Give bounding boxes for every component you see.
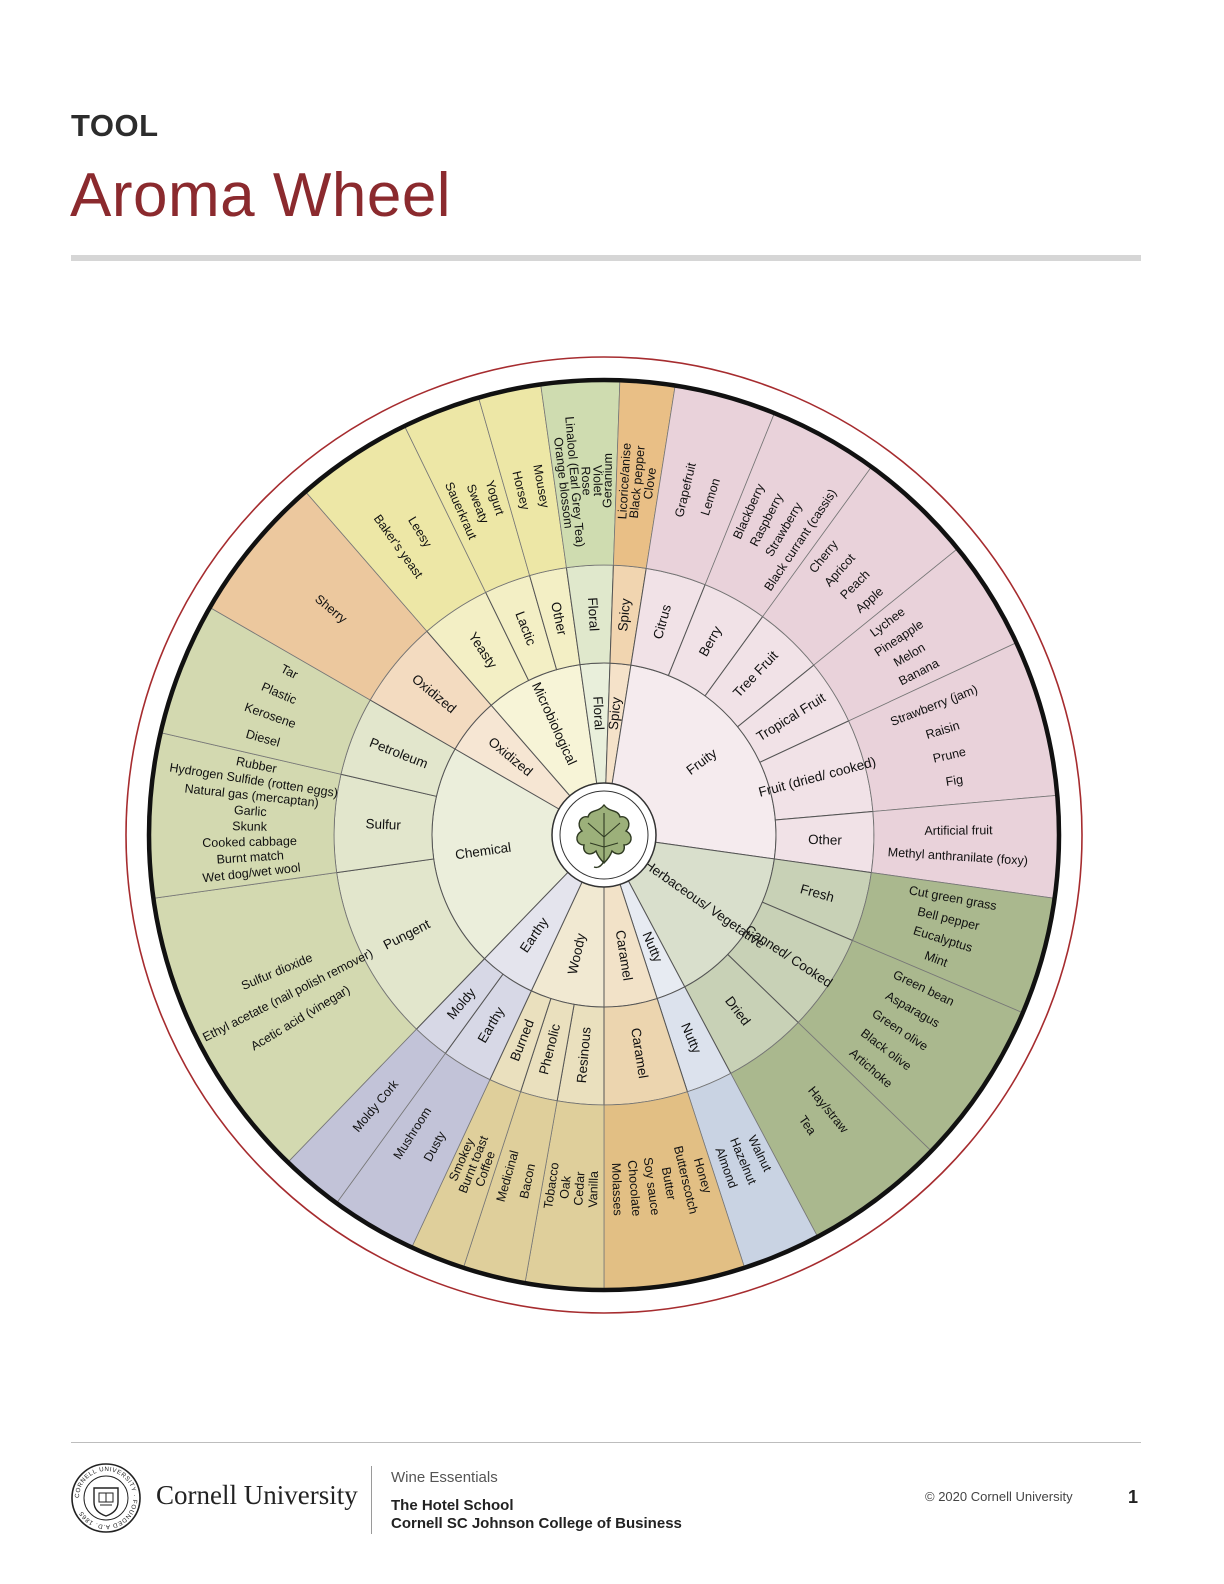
grape-leaf-icon bbox=[576, 803, 632, 869]
aroma-term: Geranium bbox=[600, 453, 615, 508]
aroma-term: Garlic bbox=[234, 803, 268, 819]
subcategory-label: Resinous bbox=[574, 1026, 594, 1084]
section-kicker: TOOL bbox=[71, 108, 159, 143]
aroma-term: Cedar bbox=[571, 1171, 587, 1206]
subcategory-label: Other bbox=[548, 601, 570, 638]
footer-rule bbox=[71, 1442, 1141, 1443]
outer-accent-ring bbox=[125, 356, 1083, 1314]
wheel-hub bbox=[551, 782, 657, 888]
university-name: Cornell University bbox=[156, 1480, 358, 1510]
aroma-term: Chocolate bbox=[625, 1160, 644, 1217]
category-label: Floral bbox=[590, 696, 607, 731]
aroma-term: Rose bbox=[578, 466, 594, 496]
aroma-term: Butter bbox=[659, 1166, 679, 1201]
category-label: Spicy bbox=[606, 696, 624, 731]
school-name: The Hotel School bbox=[391, 1497, 514, 1514]
aroma-term: Oak bbox=[557, 1175, 573, 1200]
aroma-term: Violet bbox=[590, 465, 605, 497]
aroma-term: Vanilla bbox=[586, 1171, 601, 1208]
footer-divider bbox=[371, 1466, 372, 1534]
subcategory-label: Floral bbox=[585, 597, 602, 632]
aroma-term: Fig bbox=[945, 772, 964, 788]
title-rule bbox=[71, 255, 1141, 261]
aroma-term: Clove bbox=[641, 467, 659, 501]
page-title: Aroma Wheel bbox=[70, 161, 452, 230]
university-seal-icon: CORNELL UNIVERSITY · FOUNDED A.D. 1865 bbox=[71, 1463, 141, 1533]
subcategory-label: Spicy bbox=[615, 598, 633, 633]
course-name: Wine Essentials bbox=[391, 1469, 498, 1486]
aroma-term: Artificial fruit bbox=[924, 823, 993, 838]
aroma-term: Skunk bbox=[232, 819, 268, 834]
subcategory-label: Other bbox=[808, 832, 843, 848]
wheel-rim bbox=[146, 377, 1062, 1293]
aroma-term: Molasses bbox=[609, 1163, 625, 1216]
aroma-term: Tobacco bbox=[541, 1161, 562, 1209]
copyright: © 2020 Cornell University bbox=[925, 1489, 1073, 1504]
aroma-term: Burnt match bbox=[216, 848, 284, 866]
wheel-segments bbox=[125, 356, 1083, 1314]
subcategory-label: Sulfur bbox=[365, 816, 401, 833]
aroma-term: Licorice/anise bbox=[615, 442, 634, 519]
page-number: 1 bbox=[1128, 1487, 1139, 1507]
aroma-term: Black pepper bbox=[627, 445, 648, 519]
college-name: Cornell SC Johnson College of Business bbox=[391, 1515, 682, 1532]
aroma-term: Cooked cabbage bbox=[202, 834, 297, 850]
